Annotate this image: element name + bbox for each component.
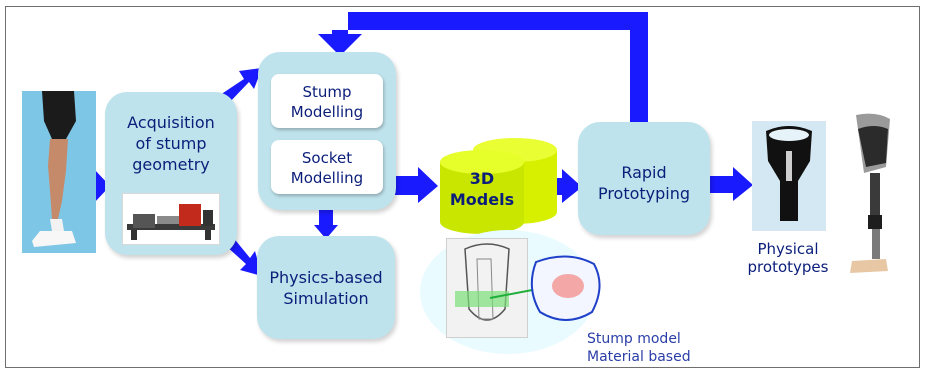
prosthetic-leg-photo xyxy=(846,111,896,283)
3d-models-database-icon xyxy=(440,138,557,234)
rapid-prototyping-box xyxy=(578,122,710,235)
arrow-acquisition-to-modelling xyxy=(220,68,262,105)
scanner-illustration xyxy=(127,204,215,240)
physics-simulation-box xyxy=(257,236,395,339)
stump-modelling-label: Stump Modelling xyxy=(290,83,364,121)
feedback-loop-arrow xyxy=(318,12,648,122)
stump-model-red-region xyxy=(552,274,584,298)
leg-photo xyxy=(22,91,96,253)
3d-models-label: 3D Models xyxy=(449,169,515,209)
stump-model-xray-photo xyxy=(446,238,528,338)
arrow-prototyping-to-prototypes xyxy=(710,167,753,201)
arrow-modelling-to-3d-models xyxy=(395,167,438,203)
physical-prototypes-caption: Physical prototypes xyxy=(747,240,829,276)
stump-model-caption: Stump model Material based xyxy=(587,331,691,365)
socket-prototype-illustration xyxy=(752,121,826,231)
acquisition-label: Acquisition of stump geometry xyxy=(127,113,215,174)
stump-model-xray-illustration xyxy=(447,239,527,337)
prosthetic-leg-illustration xyxy=(850,113,890,273)
socket-modelling-label: Socket Modelling xyxy=(290,149,364,187)
physics-simulation-label: Physics-based Simulation xyxy=(269,268,383,308)
scanner-photo xyxy=(122,193,220,245)
socket-modelling-box xyxy=(271,140,383,194)
socket-prototype-photo xyxy=(752,121,826,231)
leg-illustration xyxy=(22,91,96,253)
rapid-prototyping-label: Rapid Prototyping xyxy=(597,163,691,203)
arrow-acquisition-to-simulation xyxy=(225,236,262,276)
stump-modelling-box xyxy=(271,74,383,128)
